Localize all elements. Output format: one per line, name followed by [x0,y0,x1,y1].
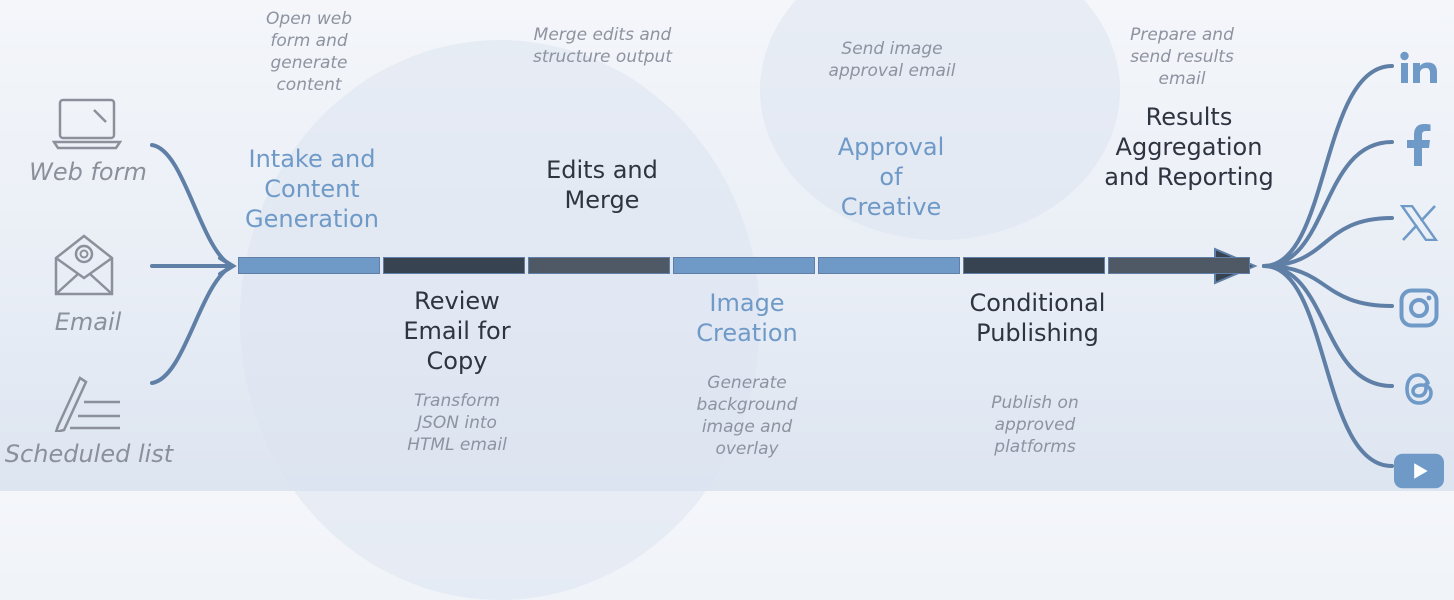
stage-3-name: Edits and Merge [546,156,658,214]
source-label-email: Email [54,308,122,336]
stage-1-description: Open web form and generate content [266,9,352,95]
stage-4-name: Image Creation [696,289,798,347]
email-envelope-icon [52,228,116,298]
destination-connector [1262,140,1394,268]
timeline-segment-4 [673,257,815,274]
destination-connector [1262,64,1394,268]
timeline-segment-1 [238,257,380,274]
instagram-icon [1394,283,1444,333]
timeline-segment-3 [528,257,670,274]
source-label-scheduled: Scheduled list [4,440,174,468]
timeline-segment-6 [963,257,1105,274]
destination-connector [1262,264,1394,388]
laptop-icon [52,98,122,150]
timeline-segment-7 [1108,257,1250,274]
threads-icon [1394,364,1444,414]
source-connector-webform [150,143,234,268]
source-connector-list [150,264,234,385]
connector-lines [150,64,1394,468]
destination-connector [1262,264,1394,308]
youtube-icon [1394,446,1444,496]
stage-2-name: Review Email for Copy [403,287,511,375]
x-icon [1394,198,1444,248]
workflow-diagram: Web form Email Scheduled list Open web f… [4,0,1444,600]
timeline-segment-2 [383,257,525,274]
linkedin-icon [1394,43,1444,93]
stage-5-description: Send image approval email [828,39,956,81]
stage-6-description: Publish on approved platforms [991,393,1079,457]
stage-3-description: Merge edits and structure output [533,25,672,67]
pen-list-icon [50,370,124,432]
facebook-icon [1394,120,1444,170]
stage-7-description: Prepare and send results email [1130,25,1234,89]
stage-5-name: Approval of Creative [837,133,945,221]
stage-6-name: Conditional Publishing [969,289,1106,347]
source-label-webform: Web form [29,158,147,186]
source-arrow-chevron [218,256,237,276]
stage-7-name: Results Aggregation and Reporting [1104,103,1274,191]
background-shape [760,0,1120,240]
stage-1-name: Intake and Content Generation [245,145,379,233]
stage-2-description: Transform JSON into HTML email [407,391,507,455]
destination-connector [1262,216,1394,268]
timeline-segment-5 [818,257,960,274]
stage-4-description: Generate background image and overlay [696,373,798,459]
destination-connector [1262,264,1394,468]
